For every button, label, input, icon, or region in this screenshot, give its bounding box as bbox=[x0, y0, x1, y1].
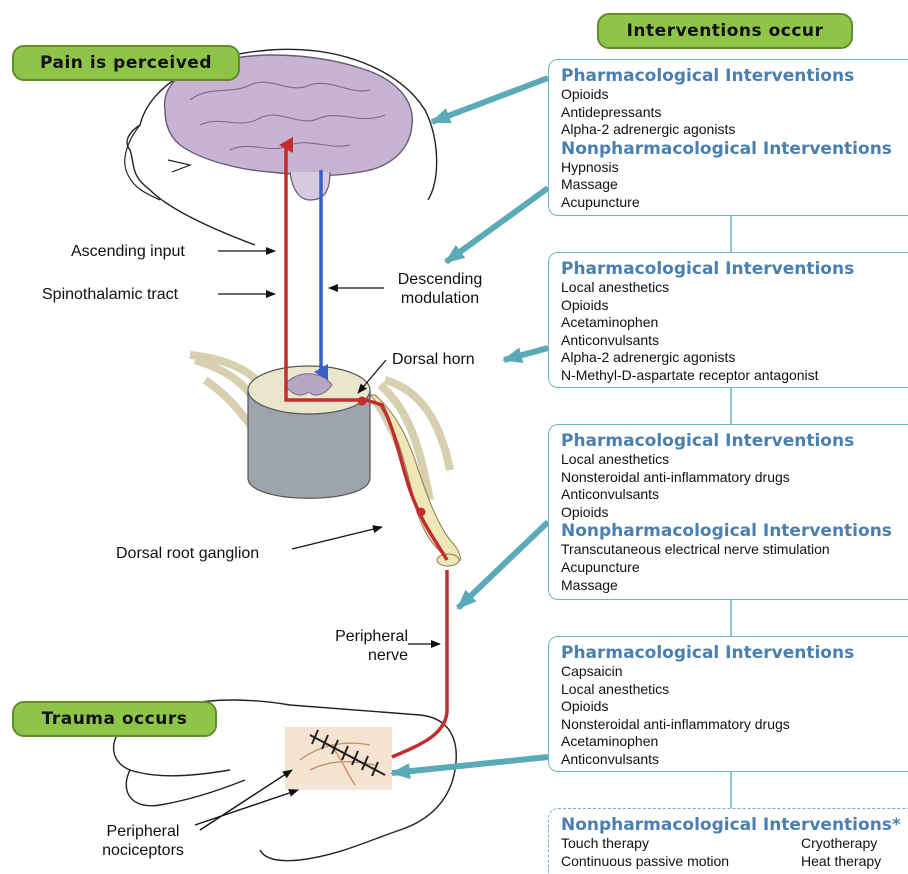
label-nociceptors-line2: nociceptors bbox=[83, 841, 203, 860]
two-column-list: Touch therapy Continuous passive motion … bbox=[561, 835, 908, 870]
heading-nonpharmacological: Nonpharmacological Interventions bbox=[561, 139, 908, 159]
list-column-2: Cryotherapy Heat therapy bbox=[801, 835, 881, 870]
label-descending-line1: Descending bbox=[385, 270, 495, 289]
pill-pain-perceived: Pain is perceived bbox=[12, 45, 240, 81]
face-profile bbox=[125, 125, 160, 200]
intervention-box-dorsal-horn: Pharmacological Interventions Local anes… bbox=[548, 252, 908, 388]
label-nociceptors-line1: Peripheral bbox=[83, 822, 203, 841]
list-item: Capsaicin bbox=[561, 663, 908, 681]
label-peripheral-nociceptors: Peripheral nociceptors bbox=[83, 822, 203, 860]
label-spinothalamic-tract: Spinothalamic tract bbox=[42, 285, 178, 304]
list-item: Acetaminophen bbox=[561, 733, 908, 751]
list-item: Nonsteroidal anti-inflammatory drugs bbox=[561, 716, 908, 734]
arrow-peripheral-nerve bbox=[458, 522, 548, 608]
heading-nonpharmacological: Nonpharmacological Interventions* bbox=[561, 815, 908, 835]
intervention-box-nonpharmacological-general: Nonpharmacological Interventions* Touch … bbox=[548, 808, 908, 874]
heading-pharmacological: Pharmacological Interventions bbox=[561, 66, 908, 86]
pill-interventions-occur: Interventions occur bbox=[597, 13, 853, 49]
eye-icon bbox=[168, 160, 190, 172]
intervention-box-brain: Pharmacological Interventions Opioids An… bbox=[548, 59, 908, 216]
label-descending-modulation: Descending modulation bbox=[385, 270, 495, 308]
list-item: Touch therapy bbox=[561, 835, 801, 853]
list-item: Local anesthetics bbox=[561, 681, 908, 699]
label-descending-line2: modulation bbox=[385, 289, 495, 308]
list-item: Alpha-2 adrenergic agonists bbox=[561, 349, 908, 367]
arrow-dorsal-horn bbox=[504, 348, 548, 360]
brainstem bbox=[290, 172, 330, 200]
arrow-trauma bbox=[392, 757, 548, 773]
label-ascending-input: Ascending input bbox=[71, 242, 185, 261]
arrow-brain bbox=[432, 78, 548, 122]
label-peripheral-line2: nerve bbox=[306, 646, 408, 665]
list-item: Heat therapy bbox=[801, 853, 881, 871]
list-item: Transcutaneous electrical nerve stimulat… bbox=[561, 541, 908, 559]
pointer-nociceptor-1 bbox=[195, 790, 298, 825]
list-item: Cryotherapy bbox=[801, 835, 881, 853]
intervention-box-trauma-site: Pharmacological Interventions Capsaicin … bbox=[548, 636, 908, 772]
list-item: Opioids bbox=[561, 698, 908, 716]
list-item: Anticonvulsants bbox=[561, 751, 908, 769]
list-item: Opioids bbox=[561, 297, 908, 315]
intervention-box-peripheral-nerve: Pharmacological Interventions Local anes… bbox=[548, 424, 908, 600]
list-item: Hypnosis bbox=[561, 159, 908, 177]
list-item: Massage bbox=[561, 577, 908, 595]
list-item: Continuous passive motion bbox=[561, 853, 801, 871]
pill-trauma-occurs: Trauma occurs bbox=[12, 701, 217, 737]
heading-nonpharmacological: Nonpharmacological Interventions bbox=[561, 521, 908, 541]
pointer-nociceptor-2 bbox=[200, 770, 292, 830]
pointer-drg bbox=[292, 527, 382, 549]
list-item: Massage bbox=[561, 176, 908, 194]
list-item: Opioids bbox=[561, 86, 908, 104]
arrow-descending bbox=[446, 188, 548, 262]
list-item: Antidepressants bbox=[561, 104, 908, 122]
list-item: Nonsteroidal anti-inflammatory drugs bbox=[561, 469, 908, 487]
list-item: Acupuncture bbox=[561, 194, 908, 212]
list-item: Local anesthetics bbox=[561, 451, 908, 469]
list-item: Anticonvulsants bbox=[561, 486, 908, 504]
heading-pharmacological: Pharmacological Interventions bbox=[561, 431, 908, 451]
heading-pharmacological: Pharmacological Interventions bbox=[561, 259, 908, 279]
heading-pharmacological: Pharmacological Interventions bbox=[561, 643, 908, 663]
list-item: Local anesthetics bbox=[561, 279, 908, 297]
list-item: Opioids bbox=[561, 504, 908, 522]
label-peripheral-line1: Peripheral bbox=[306, 627, 408, 646]
list-item: Acupuncture bbox=[561, 559, 908, 577]
list-column-1: Touch therapy Continuous passive motion bbox=[561, 835, 801, 870]
list-item: Alpha-2 adrenergic agonists bbox=[561, 121, 908, 139]
list-item: Anticonvulsants bbox=[561, 332, 908, 350]
list-item: N-Methyl-D-aspartate receptor antagonist bbox=[561, 367, 908, 385]
list-item: Acetaminophen bbox=[561, 314, 908, 332]
label-dorsal-horn: Dorsal horn bbox=[392, 350, 475, 369]
label-peripheral-nerve: Peripheral nerve bbox=[306, 627, 408, 665]
label-dorsal-root-ganglion: Dorsal root ganglion bbox=[116, 544, 259, 563]
